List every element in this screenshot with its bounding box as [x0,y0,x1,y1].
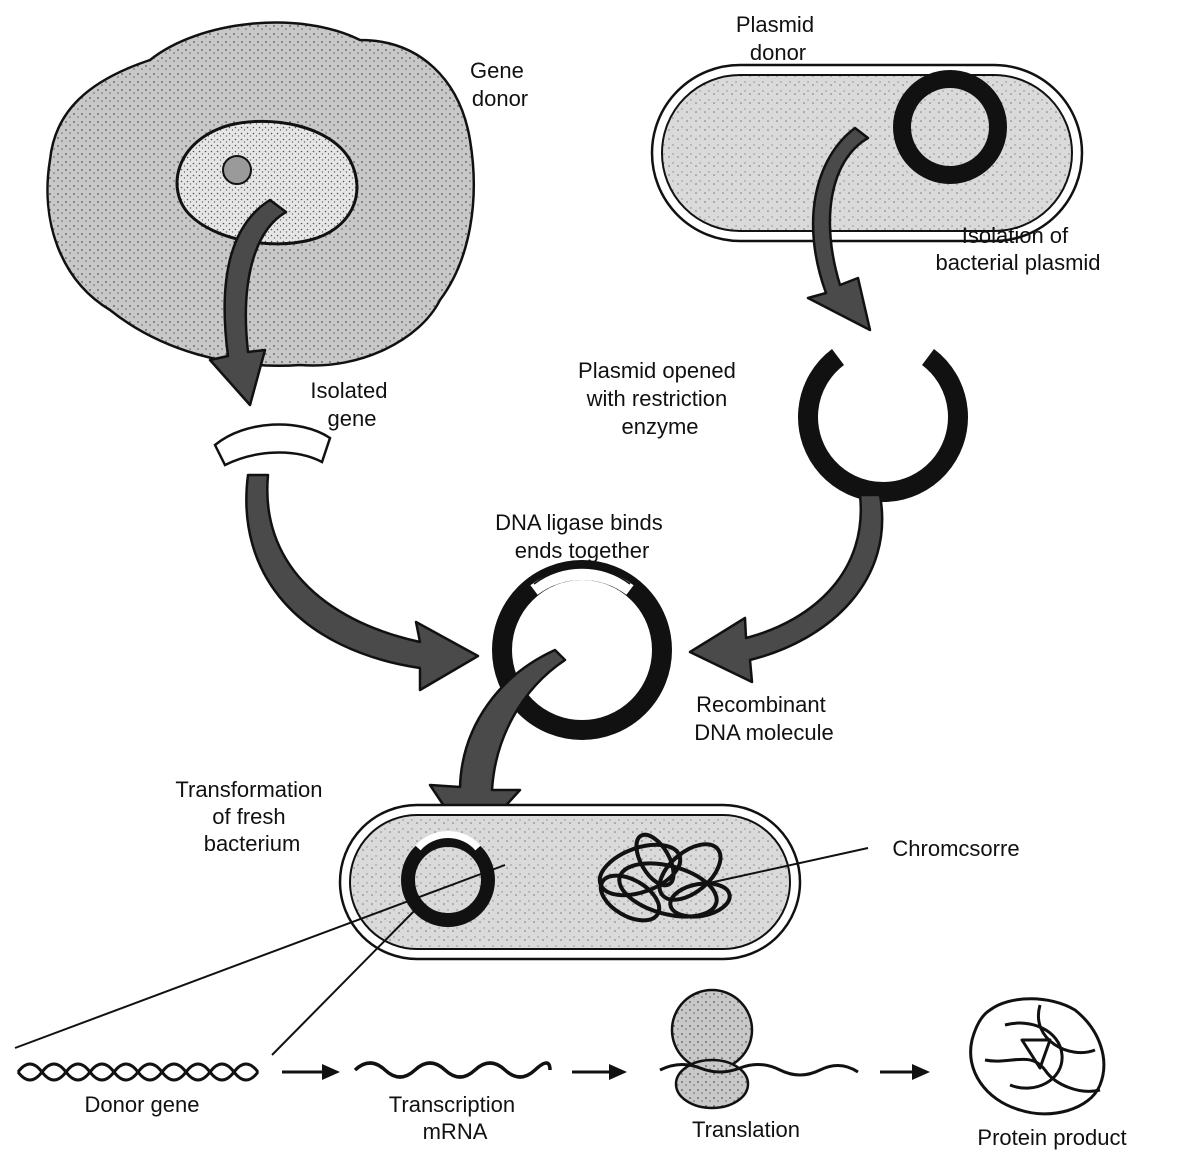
donor-gene-double-helix [18,1064,258,1080]
label-plasmid-opened: Plasmid opened with restriction enzyme [578,358,742,439]
label-transcription-mrna: Transcription mRNA [389,1092,521,1144]
label-translation: Translation [692,1117,800,1142]
arrow-gene-to-recombinant [246,475,478,690]
label-dna-ligase: DNA ligase binds ends together [495,510,669,563]
arrow-donor-to-transcription [282,1064,340,1080]
label-isolated-gene: Isolated gene [310,378,393,431]
recombinant-dna-molecule [502,568,662,730]
label-gene-donor: Gene donor [470,58,530,111]
label-protein-product: Protein product [977,1125,1126,1150]
opened-plasmid [808,357,958,492]
arrow-plasmid-to-recombinant [690,495,882,682]
arrow-translation-to-protein [880,1064,930,1080]
label-plasmid-donor: Plasmid donor [736,12,820,65]
fresh-bacterium [340,805,800,959]
ribosome [660,990,858,1108]
mrna-strand [355,1063,550,1077]
label-donor-gene: Donor gene [85,1092,200,1117]
label-recombinant-dna: Recombinant DNA molecule [694,692,833,745]
isolated-gene-fragment [215,424,330,465]
plasmid-donor-bacterium [652,65,1082,241]
protein-product-shape [971,999,1104,1114]
label-chromosome: Chromcsorre [892,836,1019,861]
zoom-line-right [272,905,420,1055]
arrow-transcription-to-translation [572,1064,627,1080]
gene-donor-cell [48,23,474,366]
nucleolus [223,156,251,184]
label-transformation: Transformation of fresh bacterium [175,777,328,856]
